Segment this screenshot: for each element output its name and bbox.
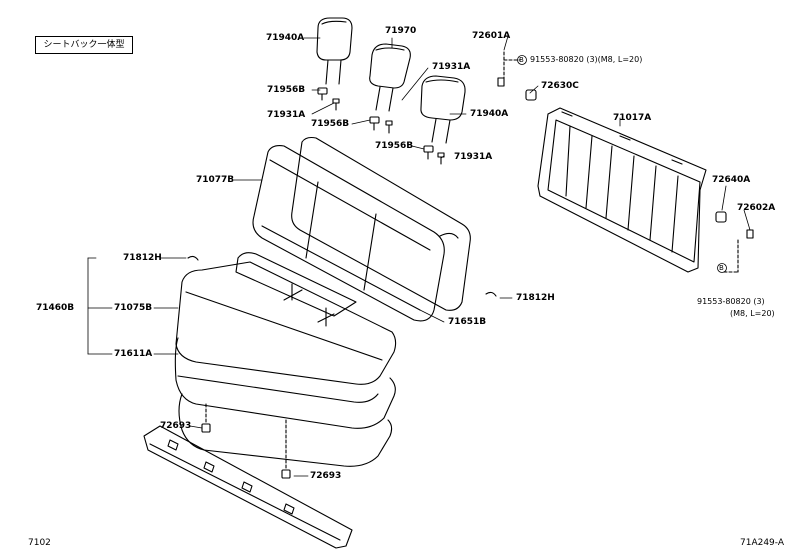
seat-cushion-frame xyxy=(174,337,396,469)
label-71077B: 71077B xyxy=(196,175,235,185)
label-71460B: 71460B xyxy=(36,303,75,313)
label-72630C: 72630C xyxy=(541,81,579,91)
seatback-cushion xyxy=(252,136,471,322)
floor-bracket xyxy=(143,423,353,549)
label-72693-left: 72693 xyxy=(160,421,192,431)
label-71812H-left: 71812H xyxy=(123,253,162,263)
bolt-mark-bottom: B xyxy=(719,264,724,272)
label-72640A: 72640A xyxy=(712,175,751,185)
label-72602A: 72602A xyxy=(737,203,776,213)
label-91553-bottom-line1: 91553-80820 (3) xyxy=(697,297,765,306)
bolt-mark-top: B xyxy=(519,56,524,64)
headrest-left xyxy=(316,17,353,85)
label-72601A: 72601A xyxy=(472,31,511,41)
label-71931A-right-top: 71931A xyxy=(432,62,471,72)
label-71931A-left: 71931A xyxy=(267,110,306,120)
label-71931A-lower: 71931A xyxy=(454,152,493,162)
label-72693-right: 72693 xyxy=(310,471,342,481)
label-71940A-upper: 71940A xyxy=(266,33,305,43)
clip-left xyxy=(187,255,199,261)
label-71651B: 71651B xyxy=(448,317,487,327)
label-91553-top: 91553-80820 (3)(M8, L=20) xyxy=(530,55,643,64)
headrest-right xyxy=(420,75,466,144)
headrest-center xyxy=(369,43,411,112)
label-71956B-first: 71956B xyxy=(267,85,306,95)
footer-left-code: 7102 xyxy=(28,538,51,548)
bolt-markers xyxy=(517,55,727,273)
label-91553-bottom-line2: (M8, L=20) xyxy=(730,309,775,318)
label-71956B-third: 71956B xyxy=(375,141,414,151)
label-71075B: 71075B xyxy=(114,303,153,313)
seatback-frame xyxy=(497,51,754,273)
footer-right-code: 71A249-A xyxy=(740,538,784,548)
label-71017A: 71017A xyxy=(613,113,652,123)
leader-lines xyxy=(87,35,751,477)
label-71611A: 71611A xyxy=(114,349,153,359)
seat-cushion-upper xyxy=(175,252,397,385)
label-71940A-right: 71940A xyxy=(470,109,509,119)
title-box: シートバック一体型 xyxy=(35,36,133,54)
clip-right xyxy=(485,291,497,297)
label-71956B-second: 71956B xyxy=(311,119,350,129)
label-71970: 71970 xyxy=(385,26,417,36)
label-71812H-right: 71812H xyxy=(516,293,555,303)
